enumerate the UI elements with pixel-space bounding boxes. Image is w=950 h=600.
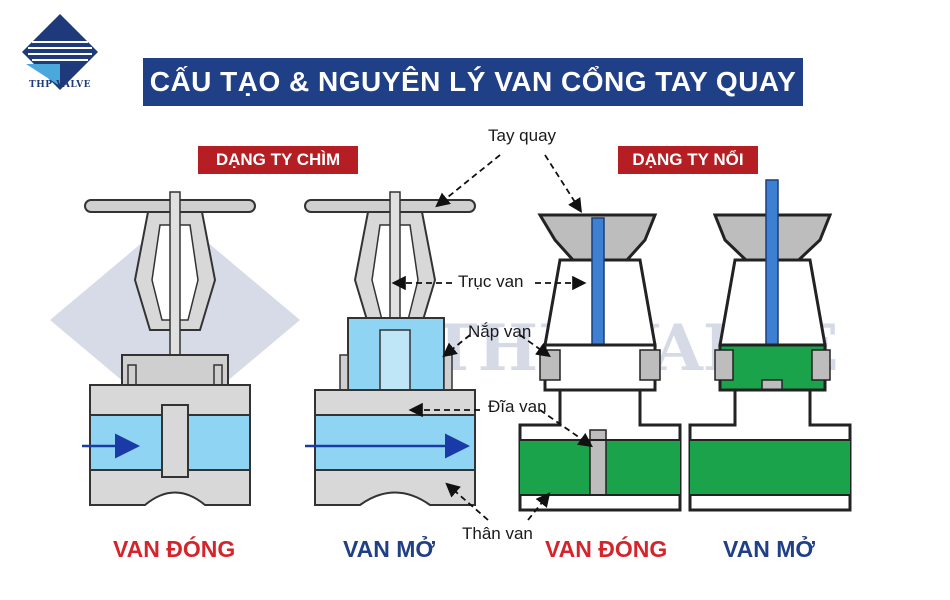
label-body: Thân van	[462, 524, 533, 543]
state-label-4: VAN MỞ	[723, 536, 816, 562]
thp-valve-logo-icon	[22, 14, 98, 90]
logo-brand-text: THP VALVE	[29, 80, 91, 90]
label-bonnet: Nắp van	[468, 322, 532, 341]
valve-1-closed	[82, 191, 256, 506]
valve-2-open	[304, 191, 476, 506]
label-stem: Trục van	[458, 272, 524, 291]
tag-rising-type-left: DẠNG TY CHÌM	[198, 146, 358, 174]
page-title: CẤU TẠO & NGUYÊN LÝ VAN CỔNG TAY QUAY	[143, 58, 803, 106]
label-disc: Đĩa van	[488, 397, 547, 416]
callout-lines	[391, 154, 593, 521]
valve-4-open	[688, 179, 852, 512]
state-label-1: VAN ĐÓNG	[113, 536, 236, 562]
label-handwheel: Tay quay	[488, 126, 557, 145]
state-label-3: VAN ĐÓNG	[545, 536, 668, 562]
tag-rising-type-right: DẠNG TY NỔI	[618, 146, 758, 174]
state-label-2: VAN MỞ	[343, 536, 436, 562]
valve-3-closed	[518, 213, 682, 512]
